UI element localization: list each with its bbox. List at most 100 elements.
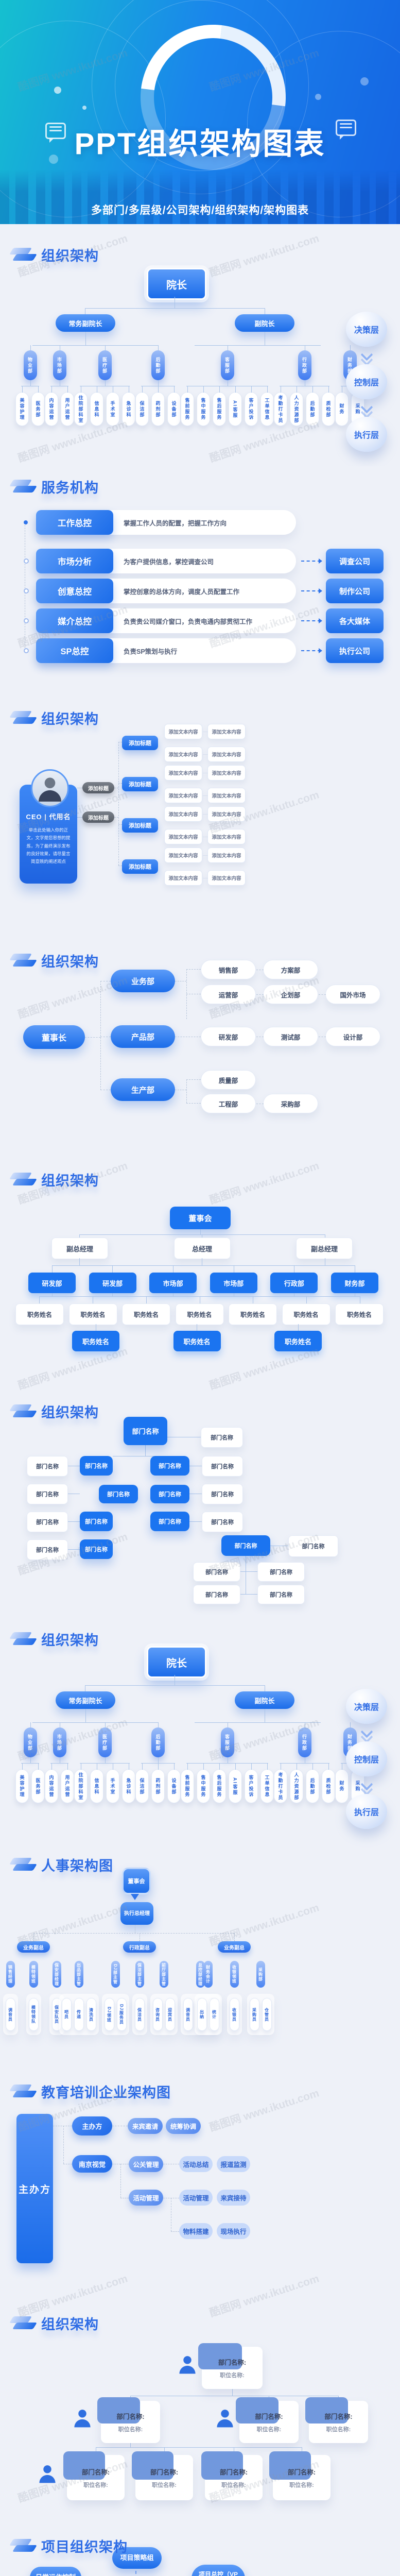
role-capsule: 传递 <box>74 1998 84 2031</box>
dept-label: 部门名称: <box>324 2413 353 2420</box>
pos-label: 职位名称: <box>326 2426 351 2433</box>
mindmap-node: 部门名称 <box>80 1539 113 1559</box>
layer-badge: 决策层 <box>346 312 387 347</box>
project-node: 日常运作控制 <box>30 2567 81 2576</box>
department-head: 产品部 <box>111 1025 175 1048</box>
sub-department-capsule: 手术室 <box>106 386 119 426</box>
role-capsule: 调音员 <box>5 1998 15 2031</box>
mindmap-node: 部门名称 <box>27 1456 68 1477</box>
department-head: 后勤部 <box>151 1722 165 1763</box>
role-capsule: 收银员 <box>229 1998 239 2031</box>
department-box: 行政部 <box>270 1273 318 1293</box>
group-head: 业务副总 <box>218 1941 251 1953</box>
heading-layers-icon <box>9 1172 38 1188</box>
heading-layers-icon <box>9 247 38 263</box>
personnel-sub: 采购部采购员仓管员 <box>247 1961 274 2035</box>
lv <box>298 1324 299 1331</box>
section-org-structure-2: 组织架构 院长 常务副院长 副院长 物业部美容护理医务部 市场部内容运营用户运营… <box>0 1618 400 1850</box>
section-heading: 组织架构 <box>9 245 99 265</box>
sub-department-capsule: 信息科 <box>90 386 103 426</box>
sub-department-capsule: 急诊科 <box>122 1764 135 1803</box>
ring-glow <box>68 2573 202 2576</box>
dh <box>171 2231 179 2232</box>
service-row: 创意总控 掌控创意的总体方向，调度人员配置工作 <box>24 579 296 603</box>
sub-department-capsule: 工程部 <box>201 1094 256 1113</box>
layer-badge: 决策层 <box>346 1689 387 1724</box>
dept-label: 部门名称: <box>116 2413 145 2420</box>
pos-label: 职位名称: <box>220 2372 245 2379</box>
caprow: 研发部测试部设计部 <box>201 1027 380 1046</box>
department-box: 市场部 <box>149 1273 197 1293</box>
manager-box: 副总经理 <box>296 1238 353 1259</box>
section-heading: 组织架构 <box>9 1629 99 1649</box>
poster-title: PPT组织架构图表 <box>74 127 326 161</box>
section-education: 教育培训企业架构图 主办方 主办方 来宾邀请 统筹协调 南京视觉 公关管理 活动… <box>0 2076 400 2298</box>
a <box>9 953 32 960</box>
frow: 职务姓名职务姓名职务姓名 <box>72 1331 322 1351</box>
sub-department-capsule: 人力资源部 <box>290 386 303 426</box>
sub-department-capsule: 质检部 <box>322 386 335 426</box>
org-root: 董事长 <box>23 1025 85 1049</box>
sub-head: 出品部主管 <box>74 1961 83 1988</box>
leaf-capsule: 物料搭建 <box>179 2223 213 2239</box>
ceo-description: 单击此处输入你的正文，文字是您思想的提炼，为了最终演示发布的良好效果，请尽量言简… <box>26 827 71 865</box>
org-group: 财务部财务采购 <box>335 1722 364 1803</box>
layer-badge: 控制层 <box>346 1741 387 1776</box>
sub-department-capsule: 医务部 <box>31 1764 45 1803</box>
bgrid: 添加文本内容添加文本内容添加文本内容添加文本内容 <box>164 724 246 762</box>
ceo-card: CEO | 代用名 单击此处输入你的正文，文字是您思想的提炼，为了最终演示发布的… <box>20 769 77 884</box>
lv <box>39 1296 40 1303</box>
dh <box>186 969 201 970</box>
personnel-group: 业务副总 财务会计出纳统计 收银领班收银员 采购部采购员仓管员 <box>194 1941 274 2035</box>
sub-head: 总控部经理 <box>196 1961 205 1988</box>
sub-department-capsule: 财务 <box>335 386 349 426</box>
dh <box>186 1103 201 1104</box>
chevron-down-icon <box>359 401 374 419</box>
org-deputy: 常务副院长 <box>56 314 115 332</box>
bgrid: 添加文本内容添加文本内容添加文本内容添加文本内容 <box>164 806 246 844</box>
text-placeholder-box: 添加文本内容 <box>164 765 202 781</box>
personnel-sub: 模特领班模特领队 <box>26 1961 41 2035</box>
section-org-mindmap: 组织架构 部门名称 部门名称 部门名称 部门名称 部门名称 部门名称 部门名称 … <box>0 1381 400 1618</box>
org-group: 医疗部住院部科室信息科手术室急诊科 <box>74 345 135 426</box>
lv <box>52 1293 53 1296</box>
mindmap-node: 部门名称 <box>202 1456 243 1477</box>
sub-department-capsule: 售前服务 <box>181 386 194 426</box>
lh <box>195 1722 321 1723</box>
sub-department-capsule: 质量部 <box>201 1070 256 1090</box>
dv <box>118 742 119 866</box>
dot <box>54 87 61 94</box>
section-heading: 人事架构图 <box>9 1855 113 1875</box>
role-capsule: 模特领队 <box>28 1998 39 2031</box>
decor <box>340 127 352 128</box>
pwhites: 采购员仓管员 <box>247 1994 274 2035</box>
text-placeholder-box: 添加文本内容 <box>164 788 202 803</box>
department-head: 物业部 <box>23 345 37 386</box>
lv <box>85 332 86 345</box>
sub-department-capsule: 手术室 <box>106 1764 119 1803</box>
bgrid: 添加文本内容添加文本内容添加文本内容添加文本内容 <box>164 848 246 886</box>
lh <box>85 1685 265 1686</box>
sub-department-capsule: 客户投诉 <box>245 386 258 426</box>
role-capsule: 统计 <box>209 1998 219 2031</box>
sub-head: 保洁部主管 <box>135 1961 144 1988</box>
branch-capsule: 南京视觉 <box>72 2155 112 2173</box>
chevron-down-icon <box>359 1725 374 1743</box>
bgrid: 添加文本内容添加文本内容添加文本内容添加文本内容 <box>164 765 246 803</box>
org-group: 后勤部保洁部药剂部设备部 <box>135 345 181 426</box>
frow: 研发部研发部市场部市场部行政部财务部 <box>28 1273 378 1293</box>
sub-department-capsule: 用户运营 <box>61 1764 74 1803</box>
org-branch: 添加标题 添加文本内容添加文本内容添加文本内容添加文本内容 <box>122 848 246 886</box>
staff-box: 职务姓名 <box>175 1303 224 1325</box>
role-capsule: 咨询员 <box>152 1998 163 2031</box>
sub-head: 保安部经理 <box>52 1961 61 1988</box>
dh <box>186 1079 201 1080</box>
[object <box>179 2356 196 2374</box>
a <box>9 2316 32 2323</box>
section-service: 服务机构 工作总控 掌握工作人员的配置，把握工作方向 市场分析 为客户提供信息，… <box>0 466 400 701</box>
project-node: 项目总控（VP级） <box>192 2565 245 2576</box>
chevron-down-icon <box>359 1778 374 1796</box>
heading-text: 组织架构 <box>41 1173 99 1189</box>
org-deputy: 副院长 <box>235 1691 294 1709</box>
